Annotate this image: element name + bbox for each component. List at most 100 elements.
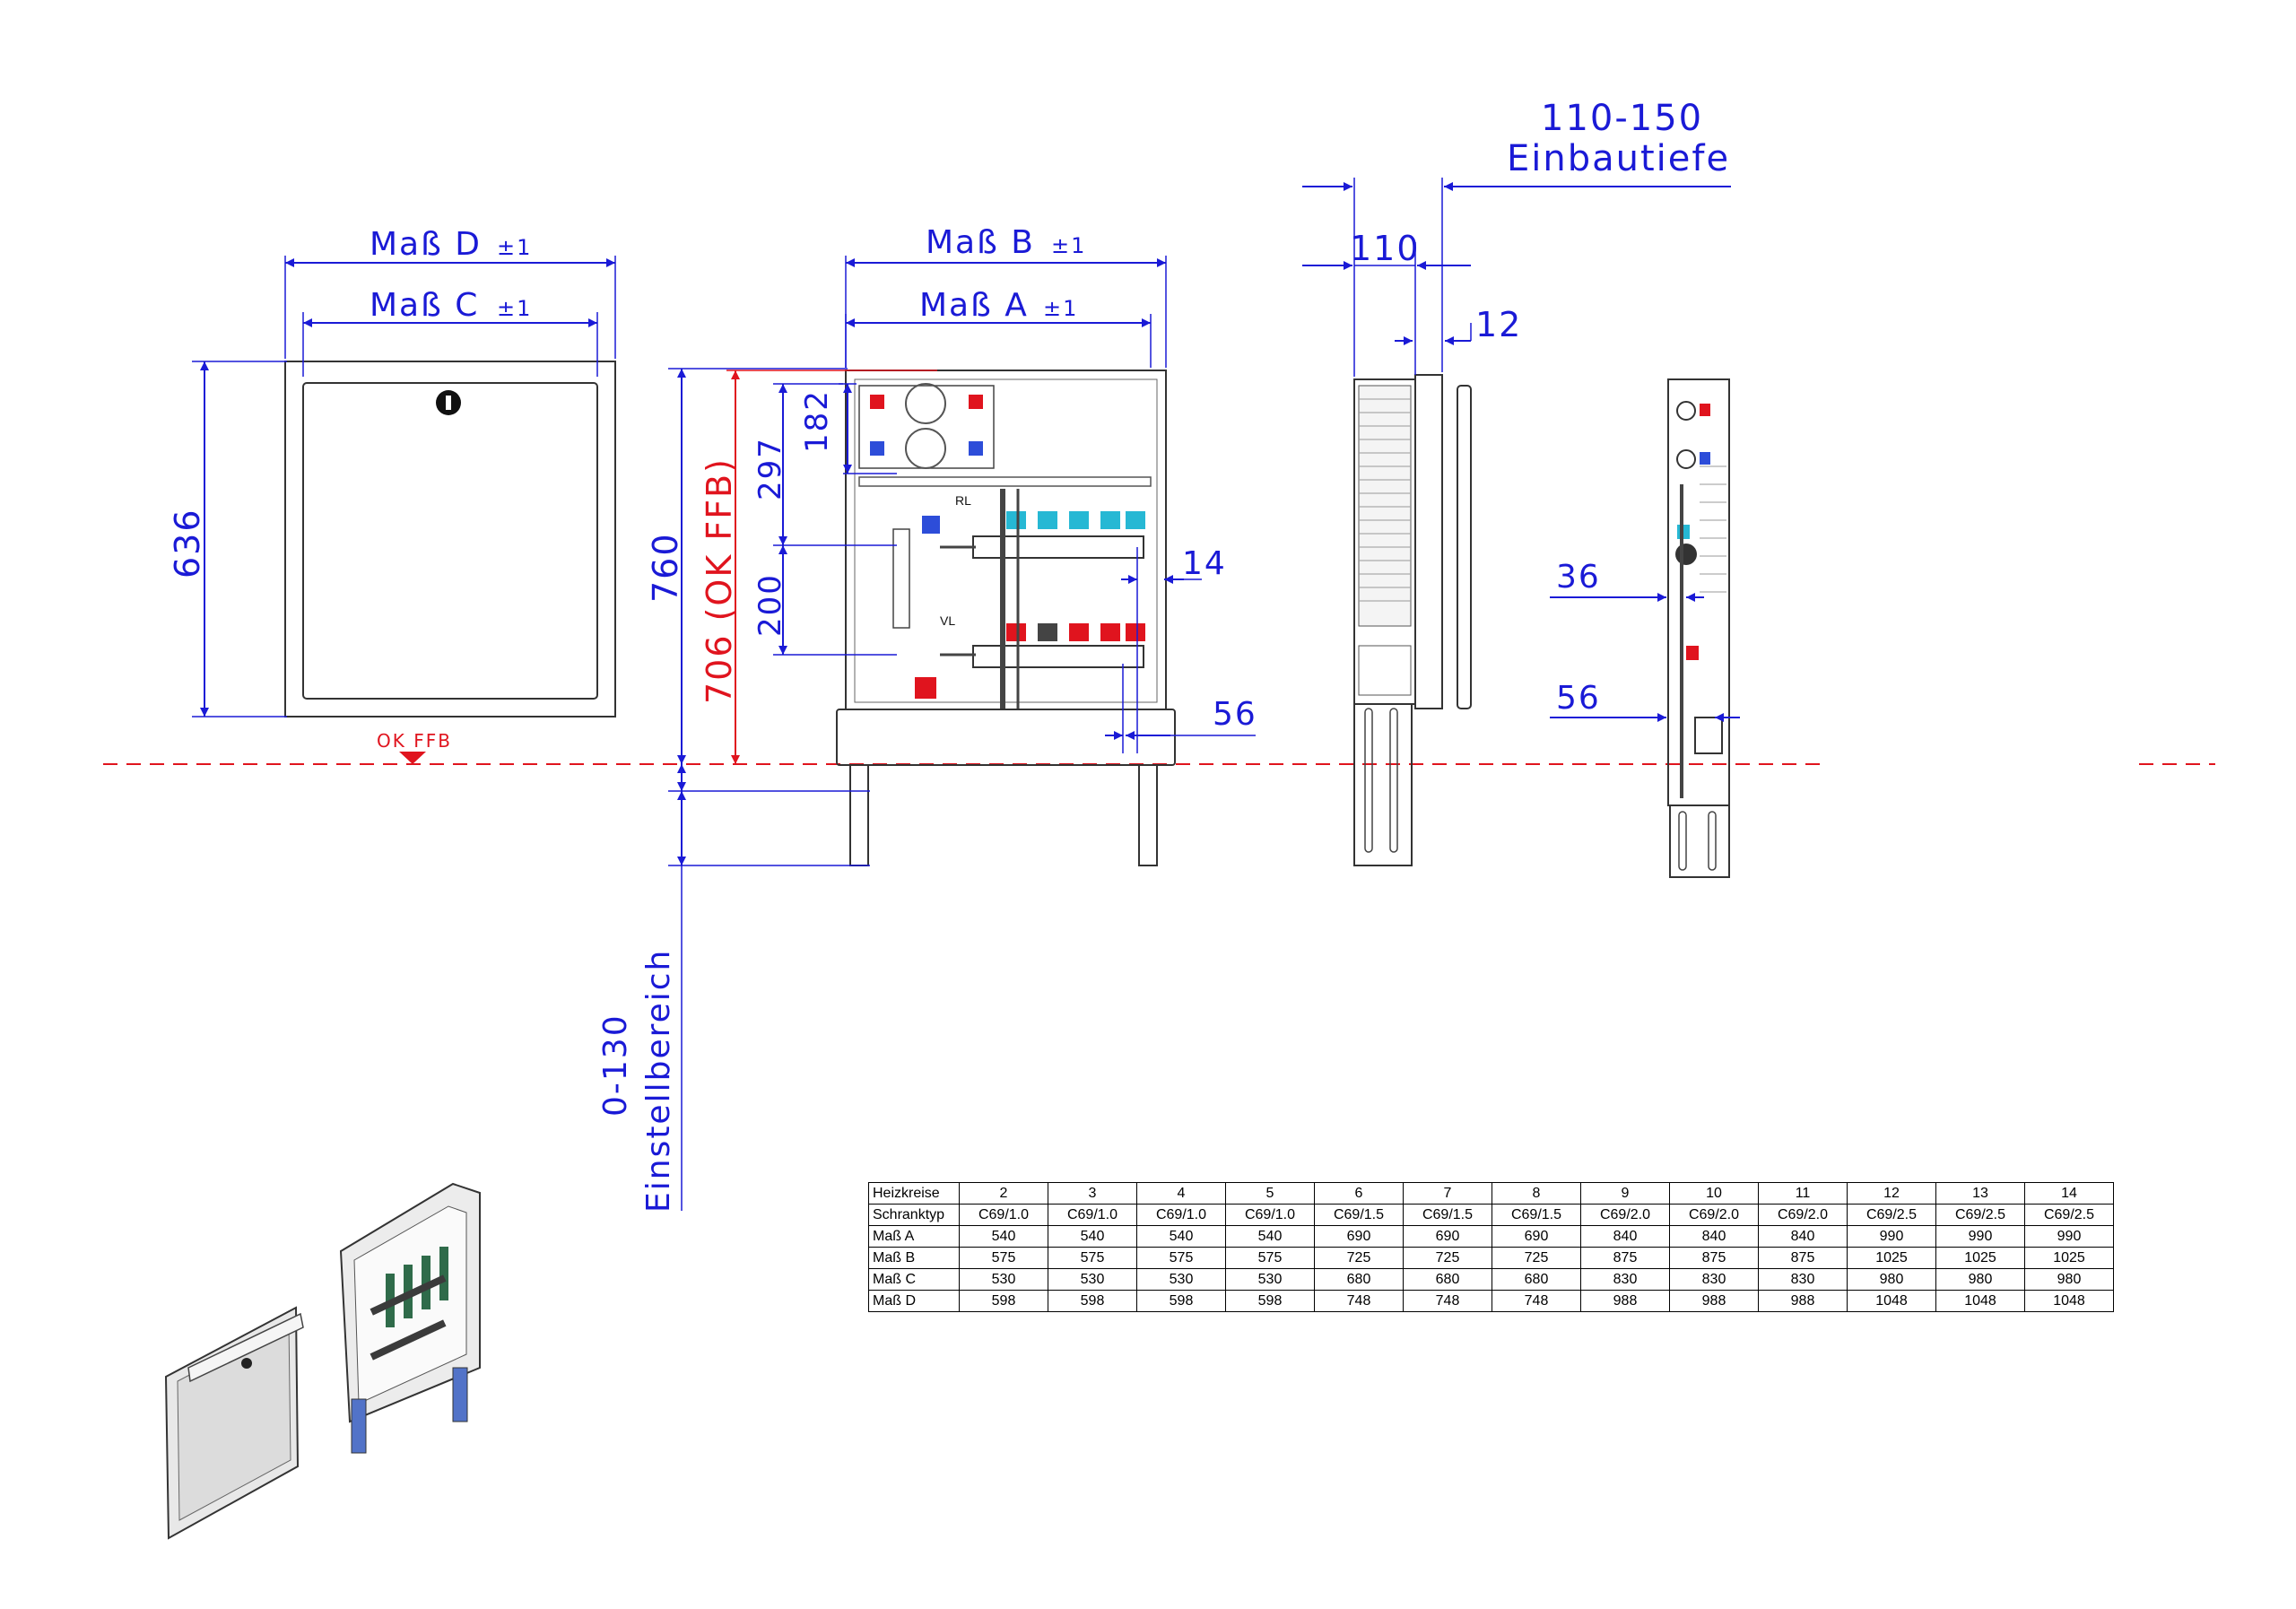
table-cell: 575 — [1048, 1247, 1137, 1269]
dim-56-front: 56 — [1105, 664, 1257, 753]
table-cell: 988 — [1669, 1290, 1759, 1312]
table-cell: C69/1.5 — [1492, 1204, 1581, 1226]
table-cell: 830 — [1758, 1268, 1848, 1291]
dim-706: 706 (OK FFB) — [700, 370, 937, 764]
table-cell: 598 — [1225, 1290, 1315, 1312]
row-header: Maß A — [868, 1225, 960, 1248]
dim-297-label: 297 — [752, 437, 788, 500]
ok-ffb-label: OK FFB — [377, 730, 452, 752]
table-cell: 1048 — [2024, 1290, 2114, 1312]
table-cell: 990 — [2024, 1225, 2114, 1248]
table-cell: 598 — [1136, 1290, 1226, 1312]
dim-mass-c: Maß C ±1 — [302, 287, 598, 377]
table-cell: 980 — [2024, 1268, 2114, 1291]
table-cell: 540 — [1136, 1225, 1226, 1248]
table-cell: 530 — [1225, 1268, 1315, 1291]
isometric-illustration — [164, 1182, 481, 1540]
table-cell: 690 — [1492, 1225, 1581, 1248]
adjust-range-label: 0-130 — [597, 1013, 634, 1117]
dim-12-label: 12 — [1475, 305, 1522, 344]
door-knob-icon — [241, 1358, 252, 1369]
table-cell: 748 — [1314, 1290, 1404, 1312]
table-cell: 10 — [1669, 1182, 1759, 1205]
table-cell: 875 — [1758, 1247, 1848, 1269]
mass-a-tolerance: ±1 — [1043, 296, 1078, 321]
dim-182: 182 — [799, 383, 897, 474]
dim-14-label: 14 — [1182, 545, 1227, 582]
manifold-cabinet-view: RL VL — [836, 370, 1176, 866]
dim-12: 12 — [1395, 305, 1522, 345]
table-cell: 690 — [1314, 1225, 1404, 1248]
table-cell: 530 — [1136, 1268, 1226, 1291]
table-cell: 575 — [1225, 1247, 1315, 1269]
table-cell: 725 — [1403, 1247, 1492, 1269]
dim-706-label: 706 (OK FFB) — [700, 457, 739, 704]
dim-760: 760 — [646, 368, 848, 764]
table-cell: 1048 — [1935, 1290, 2025, 1312]
table-cell: 540 — [1048, 1225, 1137, 1248]
row-header: Maß D — [868, 1290, 960, 1312]
mass-d-label: Maß D — [370, 226, 482, 263]
depth-range-caption: Einbautiefe — [1507, 138, 1730, 179]
table-cell: 980 — [1935, 1268, 2025, 1291]
table-cell: 1025 — [1847, 1247, 1936, 1269]
table-cell: C69/1.5 — [1403, 1204, 1492, 1226]
table-cell: C69/1.0 — [959, 1204, 1048, 1226]
table-cell: 12 — [1847, 1182, 1936, 1205]
table-cell: 1025 — [1935, 1247, 2025, 1269]
table-cell: 725 — [1314, 1247, 1404, 1269]
mass-b-tolerance: ±1 — [1051, 233, 1086, 258]
dim-760-label: 760 — [646, 532, 685, 603]
table-cell: 990 — [1847, 1225, 1936, 1248]
table-cell: C69/2.5 — [2024, 1204, 2114, 1226]
dim-200-label: 200 — [752, 573, 788, 637]
table-cell: 540 — [1225, 1225, 1315, 1248]
table-cell: 875 — [1669, 1247, 1759, 1269]
table-cell: C69/2.5 — [1847, 1204, 1936, 1226]
table-cell: 680 — [1314, 1268, 1404, 1291]
mass-c-label: Maß C — [370, 287, 479, 324]
dim-depth-range: 110-150 Einbautiefe — [1302, 98, 1731, 377]
dim-297: 297 — [752, 383, 897, 546]
dim-14: 14 — [1121, 545, 1227, 753]
table-cell: 980 — [1847, 1268, 1936, 1291]
table-cell: 14 — [2024, 1182, 2114, 1205]
dim-mass-a: Maß A ±1 — [845, 287, 1152, 368]
dim-mass-b: Maß B ±1 — [845, 224, 1167, 368]
dim-636: 636 — [168, 361, 287, 718]
table-cell: 598 — [959, 1290, 1048, 1312]
floor-marker-icon — [399, 752, 426, 764]
table-cell: C69/1.0 — [1225, 1204, 1315, 1226]
table-cell: 7 — [1403, 1182, 1492, 1205]
table-cell: 6 — [1314, 1182, 1404, 1205]
mass-a-label: Maß A — [919, 287, 1029, 324]
mass-b-label: Maß B — [926, 224, 1035, 261]
dim-56-front-label: 56 — [1213, 696, 1257, 733]
table-cell: 840 — [1669, 1225, 1759, 1248]
table-cell: 13 — [1935, 1182, 2025, 1205]
table-cell: 840 — [1758, 1225, 1848, 1248]
table-cell: 11 — [1758, 1182, 1848, 1205]
table-cell: 830 — [1580, 1268, 1670, 1291]
front-door-view — [284, 361, 616, 718]
dim-110: 110 — [1302, 229, 1471, 375]
table-cell: 680 — [1403, 1268, 1492, 1291]
table-cell: 2 — [959, 1182, 1048, 1205]
table-cell: 748 — [1492, 1290, 1581, 1312]
table-cell: C69/2.0 — [1669, 1204, 1759, 1226]
row-header: Heizkreise — [868, 1182, 960, 1205]
vl-label: VL — [940, 613, 955, 628]
side-view — [1353, 374, 1472, 866]
table-cell: 575 — [1136, 1247, 1226, 1269]
table-cell: 988 — [1758, 1290, 1848, 1312]
table-cell: 3 — [1048, 1182, 1137, 1205]
table-cell: 725 — [1492, 1247, 1581, 1269]
adjust-range-caption: Einstellbereich — [640, 949, 677, 1213]
row-header: Schranktyp — [868, 1204, 960, 1226]
table-cell: 5 — [1225, 1182, 1315, 1205]
table-cell: 1025 — [2024, 1247, 2114, 1269]
dim-200: 200 — [752, 545, 897, 656]
